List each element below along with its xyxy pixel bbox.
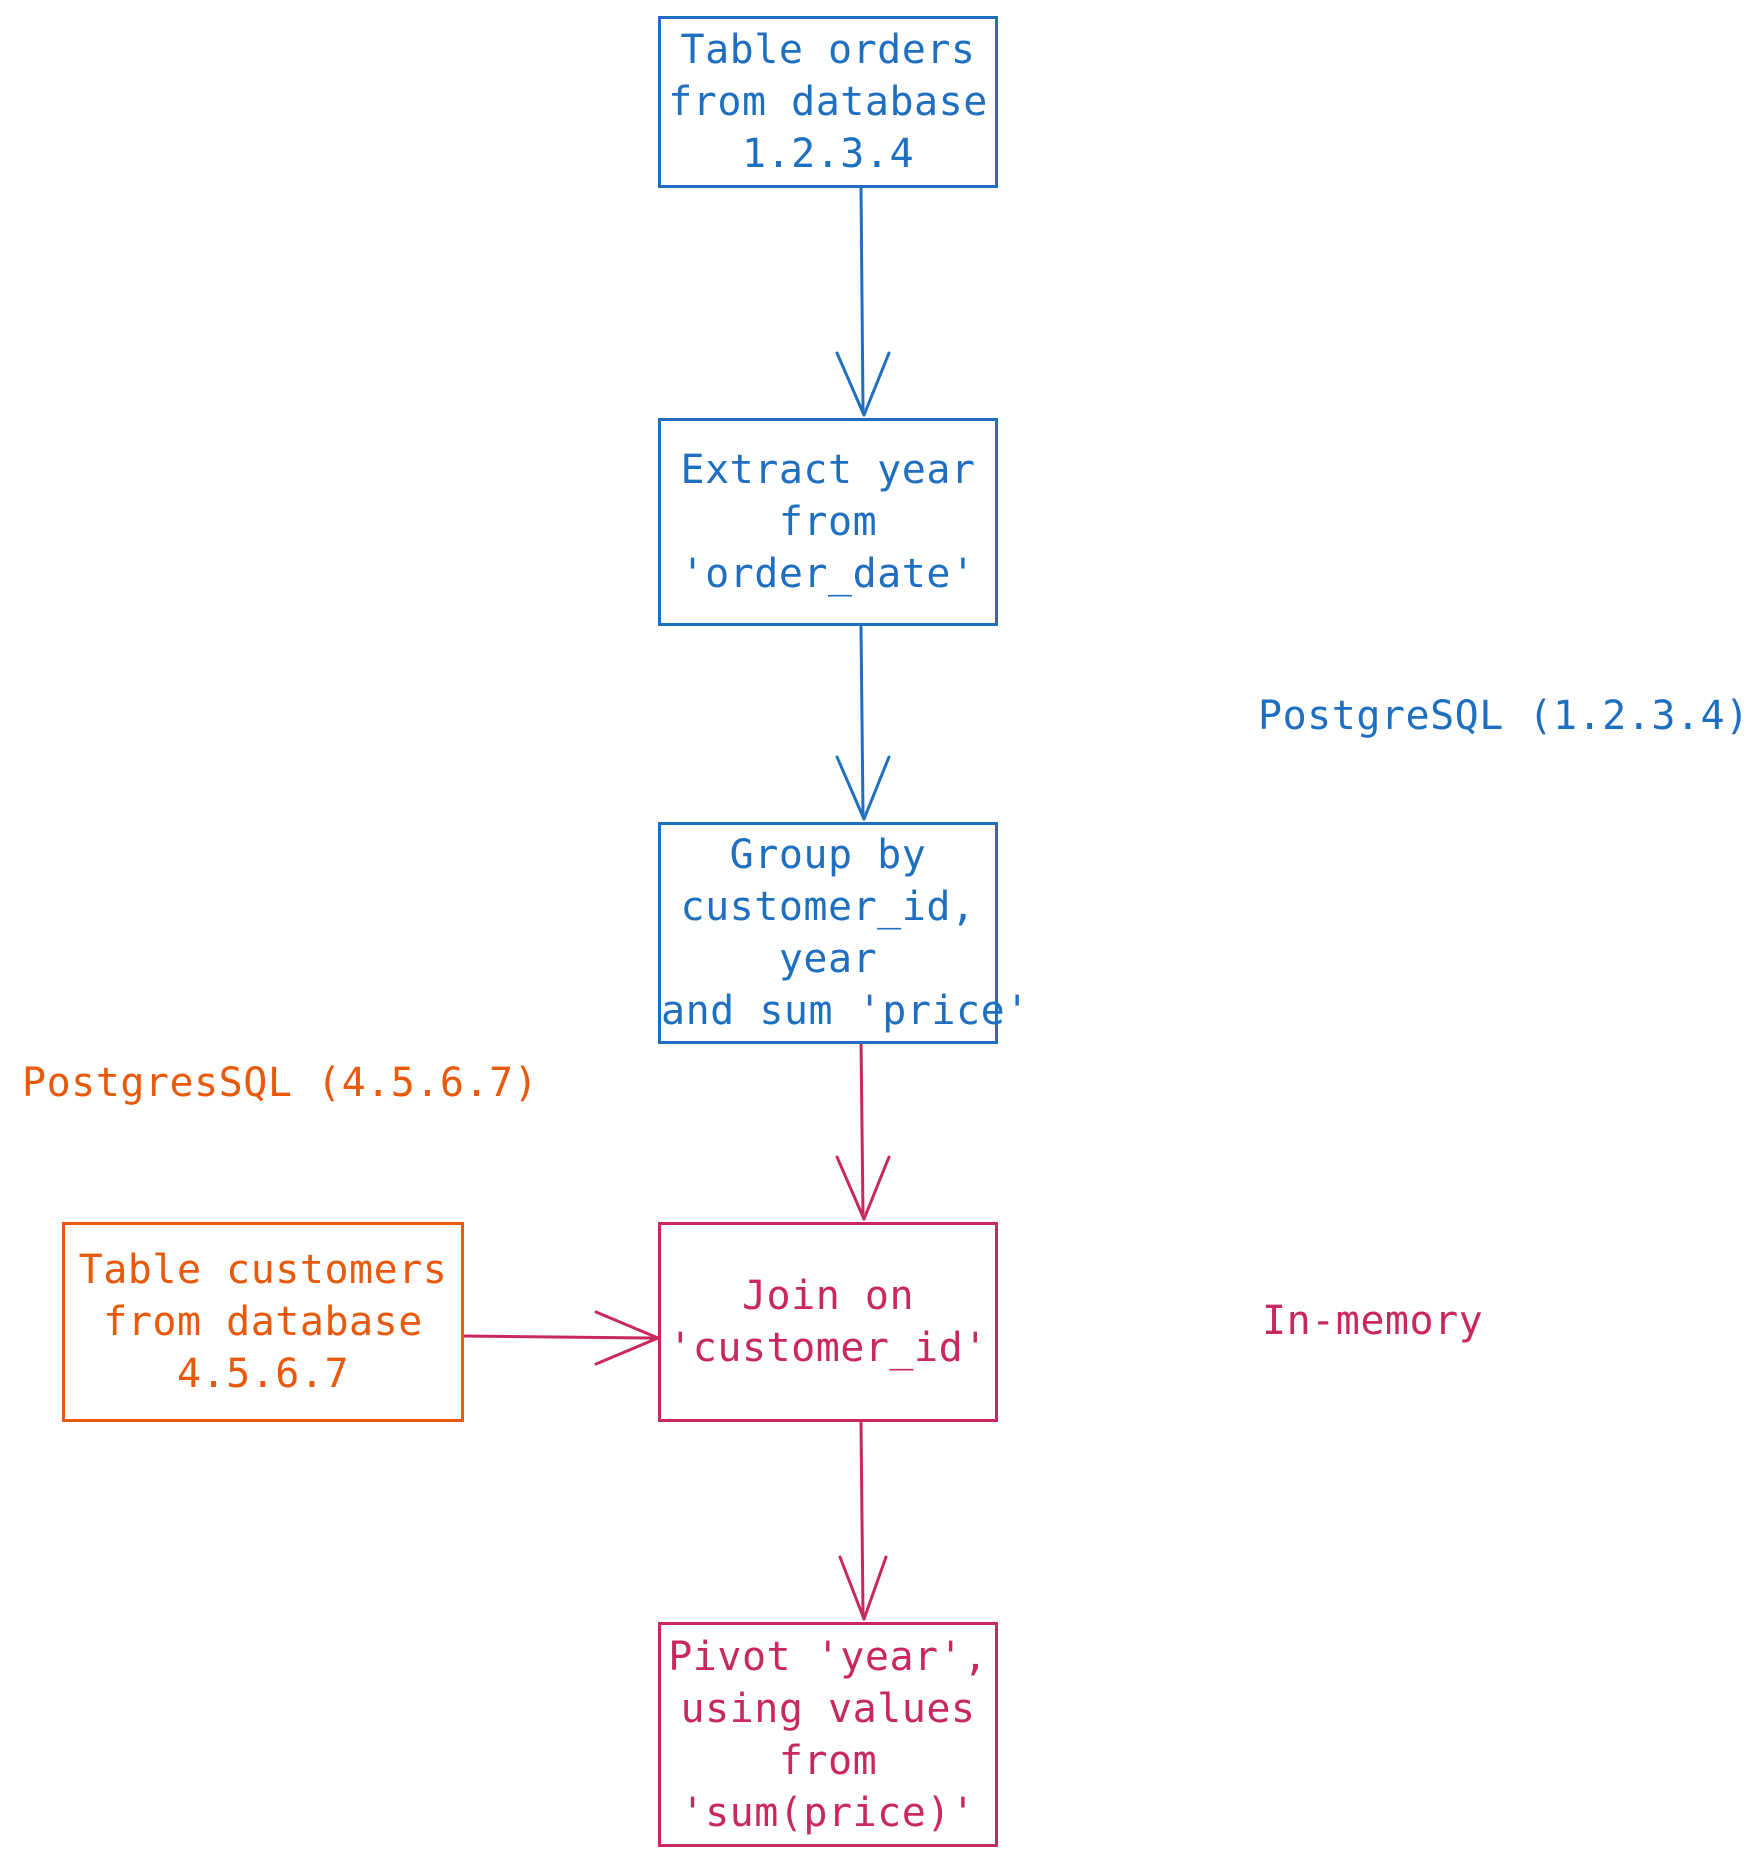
node-group-by-label: Group by customer_id, year and sum 'pric… <box>661 832 1030 1034</box>
node-table-orders-label: Table orders from database 1.2.3.4 <box>668 27 988 177</box>
edge-customers-to-join <box>461 1310 660 1366</box>
edge-join-to-pivot <box>838 1421 888 1621</box>
node-join-on[interactable]: Join on 'customer_id' <box>658 1222 998 1422</box>
node-extract-year[interactable]: Extract year from 'order_date' <box>658 418 998 626</box>
node-table-orders[interactable]: Table orders from database 1.2.3.4 <box>658 16 998 188</box>
node-pivot[interactable]: Pivot 'year', using values from 'sum(pri… <box>658 1622 998 1847</box>
edge-group-to-join <box>835 1038 891 1221</box>
node-group-by[interactable]: Group by customer_id, year and sum 'pric… <box>658 822 1030 1044</box>
edge-orders-to-extract <box>835 187 891 417</box>
edge-extract-to-group <box>835 625 891 821</box>
node-table-customers[interactable]: Table customers from database 4.5.6.7 <box>62 1222 464 1422</box>
node-pivot-label: Pivot 'year', using values from 'sum(pri… <box>668 1633 988 1836</box>
node-extract-year-label: Extract year from 'order_date' <box>680 447 976 597</box>
cluster-label-in-memory: In-memory <box>1262 1298 1484 1344</box>
node-join-on-label: Join on 'customer_id' <box>668 1273 988 1371</box>
cluster-label-postgresql-1234: PostgreSQL (1.2.3.4) <box>1258 693 1748 739</box>
cluster-label-postgressql-4567: PostgresSQL (4.5.6.7) <box>22 1060 539 1106</box>
node-table-customers-label: Table customers from database 4.5.6.7 <box>78 1247 448 1397</box>
